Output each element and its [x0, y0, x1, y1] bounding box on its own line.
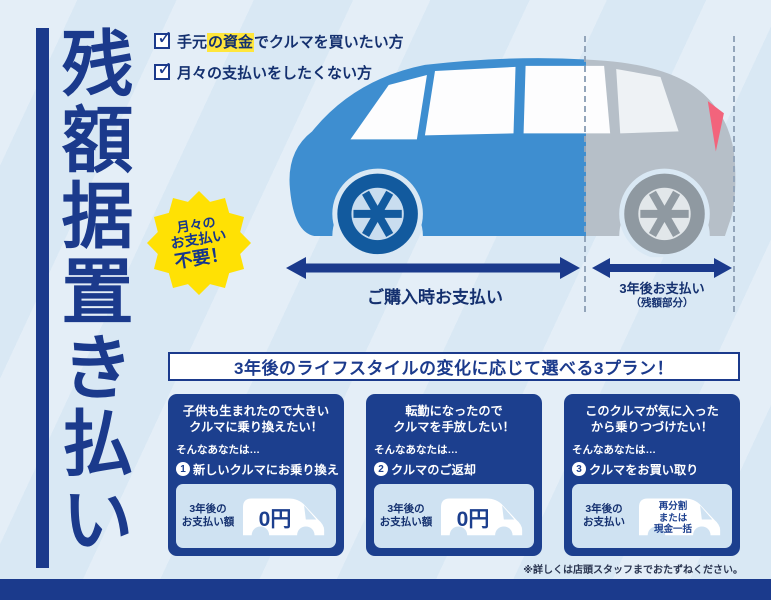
checklist-item: ✓ 手元の資金でクルマを買いたい方: [154, 28, 404, 52]
plan-card-title: 子供も生まれたので大きい クルマに乗り換えたい！: [182, 404, 330, 435]
plan-card-2: 転勤になったので クルマを手放したい！ そんなあなたは… 2 クルマのご返却 3…: [366, 394, 542, 556]
car-front-section: [289, 58, 586, 258]
plan-card-3: このクルマが気に入った から乗りつづけたい！ そんなあなたは… 3 クルマをお買…: [564, 394, 740, 556]
number-3-icon: 3: [572, 462, 586, 477]
badge-text: 月々の お支払い 不要！: [140, 184, 259, 303]
van-icon: 0円: [434, 488, 530, 544]
purchase-arrow-icon: [286, 257, 580, 279]
number-2-icon: 2: [374, 462, 388, 477]
price-label: 3年後の お支払い額: [181, 502, 235, 528]
plan-card-1: 子供も生まれたので大きい クルマに乗り換えたい！ そんなあなたは… 1 新しいク…: [168, 394, 344, 556]
payment-span-arrows: [286, 257, 732, 279]
bottom-bar: [0, 579, 771, 600]
plan-card-action: 1 新しいクルマにお乗り換え: [176, 460, 339, 478]
taillight-icon: [707, 101, 724, 152]
no-monthly-payment-badge: 月々の お支払い 不要！: [147, 191, 251, 295]
check-icon: ✓: [154, 59, 173, 80]
checklist-text-pre: 月々の支払いをしたくない方: [177, 64, 373, 82]
checklist: ✓ 手元の資金でクルマを買いたい方 ✓ 月々の支払いをしたくない方: [154, 28, 404, 92]
plan-card-action: 3 クルマをお買い取り: [572, 460, 732, 478]
checklist-text: 手元の資金でクルマを買いたい方: [177, 31, 404, 52]
residual-payment-text: 3年後お支払い: [619, 281, 705, 296]
plan-card-lead: そんなあなたは…: [374, 444, 458, 457]
checklist-text-highlight: の資金: [207, 32, 255, 52]
price-box: 3年後の お支払い額 0円: [374, 484, 534, 548]
purchase-payment-label: ご購入時お支払い: [367, 288, 503, 307]
plan-card-lead: そんなあなたは…: [176, 444, 260, 457]
plan-card-action: 2 クルマのご返却: [374, 460, 534, 478]
price-value: 0円: [456, 508, 490, 531]
residual-arrow-icon: [592, 258, 732, 278]
residual-payment-note: （残額部分）: [630, 297, 694, 310]
number-1-icon: 1: [176, 462, 190, 477]
residual-divider-line: [584, 36, 586, 312]
checklist-text-post: でクルマを買いたい方: [254, 33, 404, 51]
price-label: 3年後の お支払い額: [379, 502, 433, 528]
price-box: 3年後の お支払い額 0円: [176, 484, 336, 548]
plan-card-title: このクルマが気に入った から乗りつづけたい！: [585, 404, 719, 435]
plan-card-action-text: クルマをお買い取り: [589, 463, 699, 478]
title-accent-bar: [36, 28, 49, 568]
residual-payment-label: 3年後お支払い （残額部分）: [591, 281, 733, 310]
price-box: 3年後の お支払い 再分割 または 現金一括: [572, 484, 732, 548]
van-icon: 再分割 または 現金一括: [632, 488, 728, 544]
plan-card-title: 転勤になったので クルマを手放したい！: [393, 404, 515, 435]
check-icon: ✓: [154, 28, 173, 49]
car-illustration: [289, 58, 736, 258]
checklist-item: ✓ 月々の支払いをしたくない方: [154, 59, 404, 83]
car-windows: [350, 65, 679, 140]
check-glyph: ✓: [157, 28, 173, 49]
plan-card-action-text: クルマのご返却: [391, 463, 476, 478]
plan-card-action-text: 新しいクルマにお乗り換え: [193, 463, 339, 478]
checklist-text: 月々の支払いをしたくない方: [177, 62, 372, 83]
price-value: 0円: [258, 508, 292, 531]
page-title: 残額据置き払い: [50, 26, 130, 558]
check-glyph: ✓: [157, 59, 173, 80]
price-label: 3年後の お支払い: [583, 502, 625, 528]
price-value: 再分割 または 現金一括: [653, 501, 692, 536]
plans-banner: 3年後のライフスタイルの変化に応じて選べる3プラン！: [168, 352, 740, 381]
checklist-text-pre: 手元: [177, 33, 208, 51]
residual-end-line: [733, 36, 735, 312]
van-icon: 0円: [236, 488, 332, 544]
plan-card-lead: そんなあなたは…: [572, 444, 656, 457]
starburst-icon: [147, 191, 251, 295]
footnote: ※詳しくは店頭スタッフまでおたずねください。: [523, 565, 743, 576]
